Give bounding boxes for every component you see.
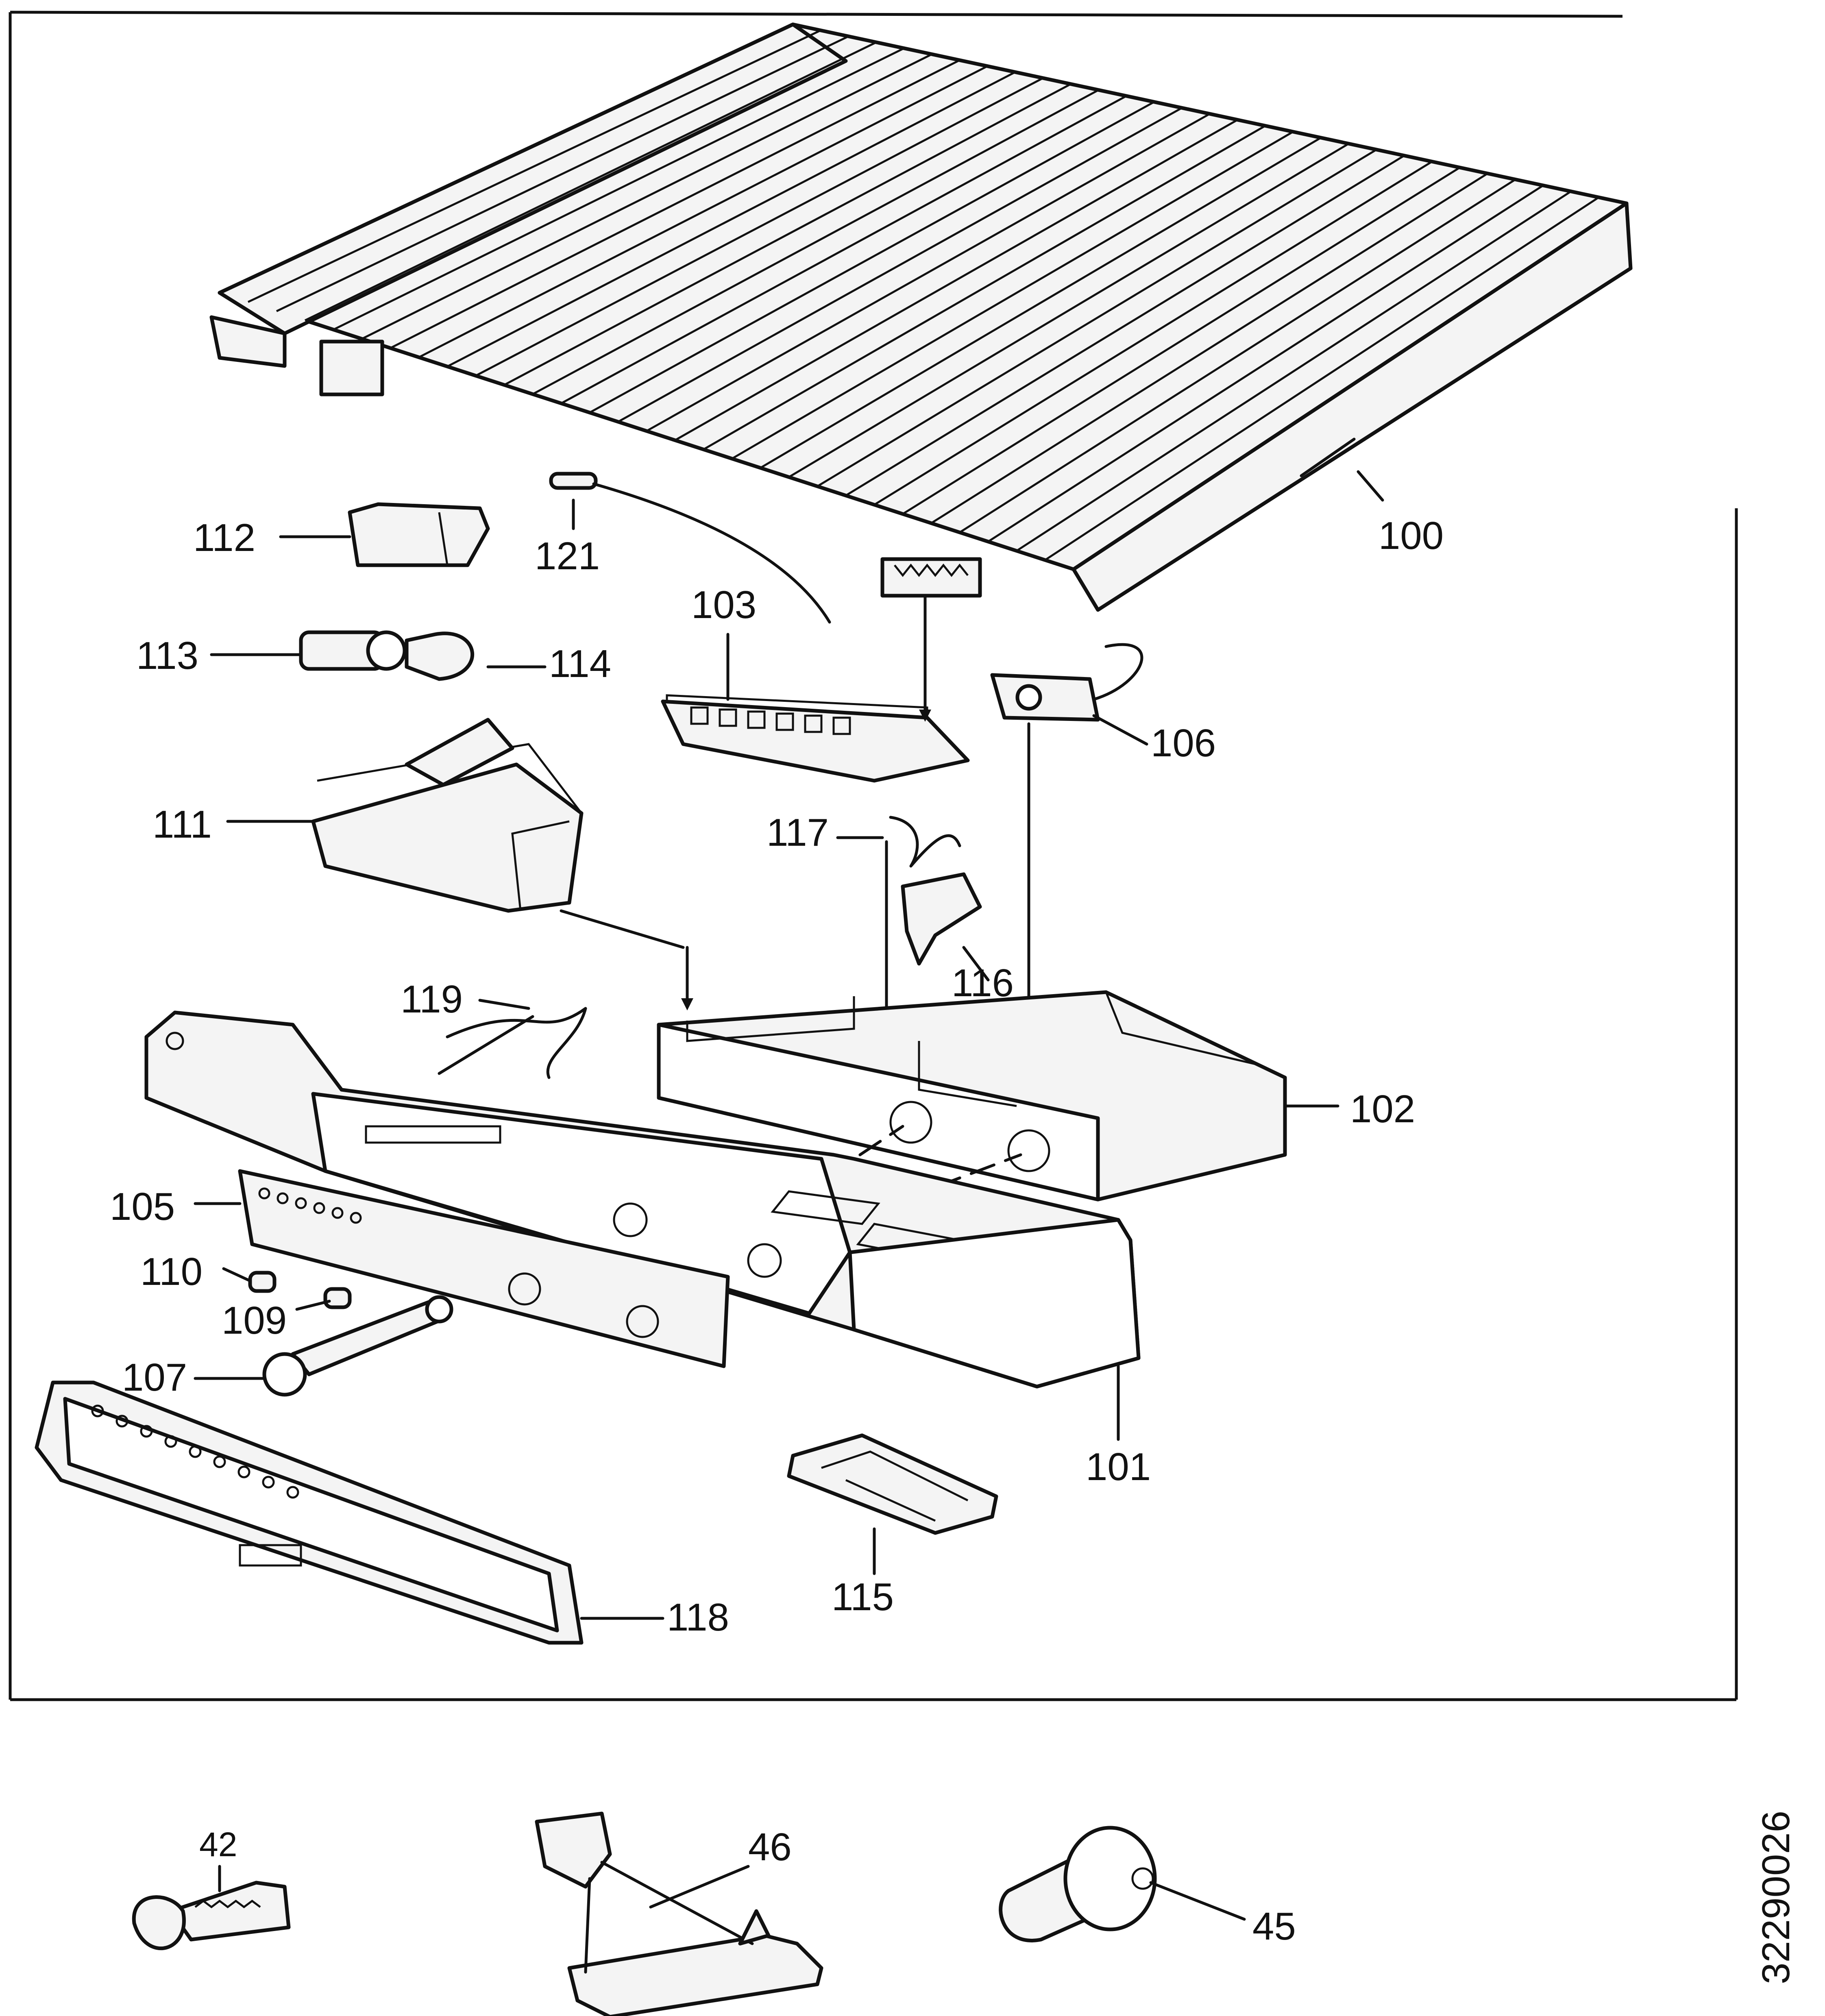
part-109-lamp (323, 1287, 352, 1309)
label-121: 121 (535, 534, 600, 578)
label-117: 117 (767, 811, 829, 854)
callout-labels: 100 112 121 103 113 114 106 111 117 116 … (110, 514, 1798, 1984)
label-107: 107 (122, 1356, 187, 1399)
part-113-lamp-holder (299, 630, 407, 671)
part-106-thermostat (990, 643, 1143, 1023)
part-42 (132, 1881, 291, 1951)
diagram-frame (9, 11, 1738, 1701)
label-110: 110 (140, 1250, 203, 1293)
part-103-circuit-board (661, 694, 970, 783)
label-119: 119 (401, 978, 463, 1021)
doc-code: 32290026 (1754, 1811, 1798, 1984)
part-116-lever (901, 872, 982, 966)
label-106: 106 (1151, 721, 1216, 765)
label-105: 105 (110, 1185, 175, 1228)
label-112: 112 (193, 516, 255, 560)
part-45 (999, 1826, 1157, 1942)
label-101: 101 (1086, 1445, 1151, 1489)
label-116: 116 (952, 961, 1014, 1005)
part-107-shaft (262, 1295, 453, 1397)
label-100: 100 (1379, 514, 1444, 557)
label-115: 115 (832, 1575, 894, 1619)
label-46: 46 (748, 1825, 792, 1869)
part-102-housing (657, 990, 1287, 1202)
part-114-bulb (405, 631, 475, 681)
label-109: 109 (222, 1299, 287, 1342)
part-112-cap (348, 502, 490, 567)
label-113: 113 (136, 634, 198, 677)
part-111-lamp-box (311, 718, 584, 913)
part-118-front-cover (35, 1380, 584, 1645)
label-103: 103 (691, 583, 756, 627)
label-118: 118 (667, 1596, 729, 1639)
label-114: 114 (549, 642, 611, 686)
label-111: 111 (152, 803, 212, 846)
part-105-panel (238, 1169, 730, 1368)
leader-lines (194, 438, 1384, 1921)
part-121-sensor (549, 472, 831, 624)
label-45: 45 (1252, 1905, 1296, 1948)
part-119-wire (438, 1007, 587, 1079)
part-46 (535, 1811, 823, 2016)
part-115-bracket (787, 1433, 998, 1535)
part-101-front-frame (144, 1010, 1141, 1389)
label-102: 102 (1350, 1087, 1415, 1131)
part-100-shelf (209, 22, 1633, 612)
part-110-lamp (248, 1271, 277, 1293)
connector-part (880, 557, 982, 722)
label-42: 42 (199, 1825, 237, 1864)
